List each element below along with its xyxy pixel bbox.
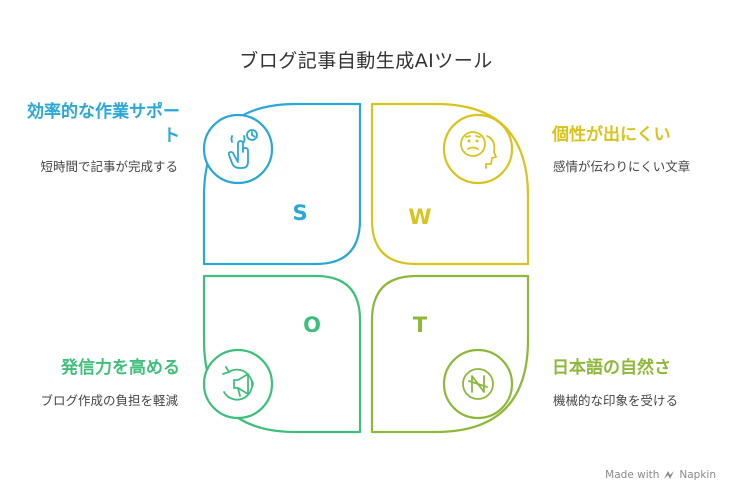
- w-description: 感情が伝わりにくい文章: [553, 159, 691, 174]
- o-icon-circle: [202, 348, 274, 420]
- made-with-label: Made with: [605, 469, 660, 481]
- t-quadrant-shape: [370, 274, 530, 434]
- s-letter: S: [292, 201, 307, 225]
- t-description: 機械的な印象を受ける: [553, 393, 679, 408]
- letter-n-circle-icon: [462, 368, 494, 400]
- hand-tap-clock-icon: [227, 129, 258, 169]
- s-quadrant-shape: [202, 102, 362, 266]
- s-description: 短時間で記事が完成する: [40, 159, 178, 174]
- o-description: ブログ作成の負担を軽減: [40, 393, 178, 408]
- t-heading: 日本語の自然さ: [552, 358, 671, 378]
- diagram-title: ブログ記事自動生成AIツール: [239, 50, 493, 72]
- o-letter: O: [303, 313, 321, 337]
- made-with-napkin-badge[interactable]: Made with Napkin: [605, 469, 716, 481]
- o-heading: 発信力を高める: [61, 358, 180, 378]
- s-heading: 効率的な作業サポート: [27, 102, 180, 146]
- confused-face-head-icon: [460, 131, 497, 169]
- napkin-logo-icon: [664, 471, 675, 479]
- t-letter: T: [413, 313, 428, 337]
- w-heading: 個性が出にくい: [552, 125, 671, 145]
- w-letter: W: [408, 205, 431, 229]
- megaphone-refresh-icon: [222, 366, 254, 401]
- w-quadrant-shape: [370, 102, 530, 266]
- napkin-brand-label: Napkin: [679, 469, 716, 481]
